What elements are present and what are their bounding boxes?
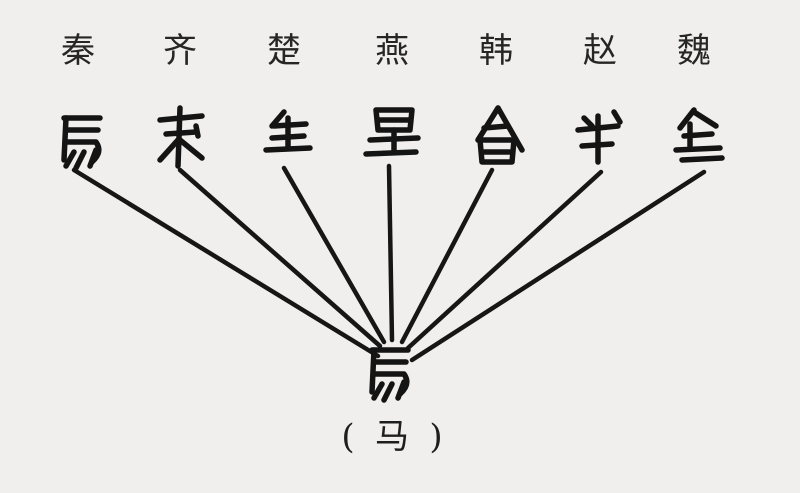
unified-glyph [369, 347, 411, 403]
close-paren: ) [429, 417, 442, 457]
state-label-wei: 魏 [677, 31, 711, 71]
ancient-glyphs [61, 105, 725, 171]
connector-line-yan [386, 163, 395, 343]
state-label-qi: 齐 [163, 31, 197, 71]
modern-character-label: ( 马 ) [341, 417, 442, 457]
connector-line-wei [409, 169, 707, 363]
modern-character: 马 [375, 417, 409, 457]
state-label-han: 韩 [479, 31, 513, 71]
connector-lines [71, 163, 707, 363]
connector-line-qi [177, 167, 383, 349]
ancient-glyph-zhao [575, 109, 623, 165]
ancient-glyph-chu [263, 109, 313, 153]
state-label-qin: 秦 [61, 31, 95, 71]
connector-line-han [399, 167, 495, 345]
open-paren: ( [341, 417, 354, 457]
ancient-glyph-qi [157, 105, 205, 169]
ancient-glyph-han [475, 105, 525, 165]
connector-line-qin [71, 167, 381, 359]
ancient-glyph-qin [61, 115, 103, 171]
state-label-yan: 燕 [375, 31, 409, 71]
ancient-glyph-wei [673, 107, 725, 163]
connector-line-zhao [405, 169, 604, 351]
state-label-zhao: 赵 [583, 31, 617, 71]
state-labels: 秦 齐 楚 燕 韩 赵 魏 [61, 31, 711, 71]
connector-line-chu [281, 165, 387, 345]
ancient-glyph-yan [363, 107, 421, 157]
state-label-chu: 楚 [267, 31, 301, 71]
